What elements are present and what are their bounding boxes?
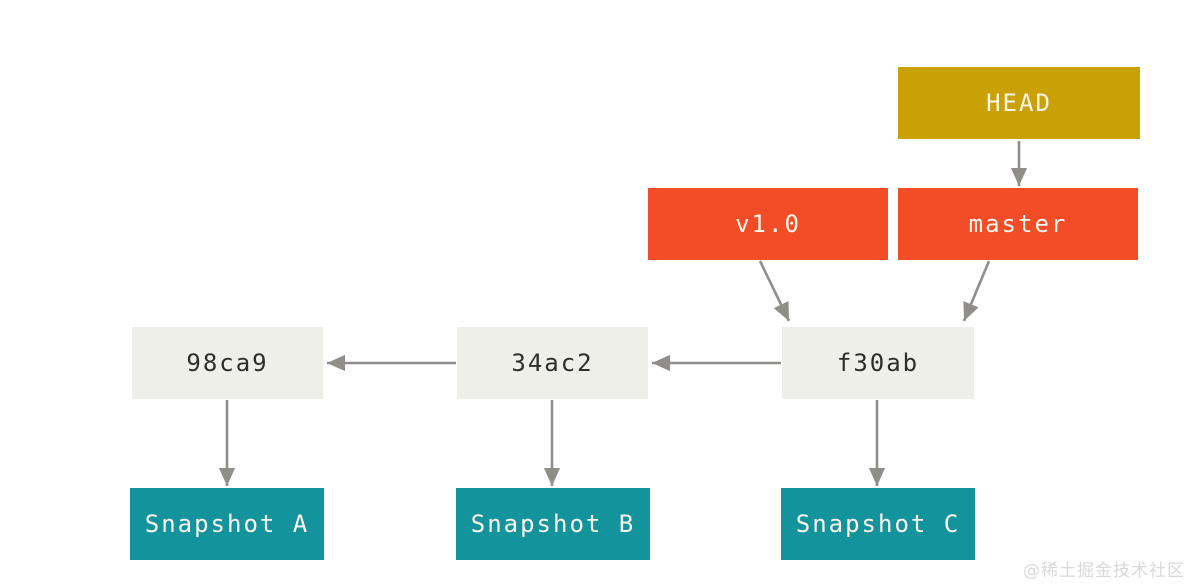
snapshot-b-box: Snapshot B — [456, 488, 650, 560]
snapshot-c-box: Snapshot C — [781, 488, 975, 560]
arrow-v1.0-to-f30ab — [758, 260, 791, 322]
tag-v1.0-box: v1.0 — [648, 188, 888, 260]
arrow-master-to-f30ab — [962, 260, 991, 322]
commit-34ac2-box: 34ac2 — [457, 327, 648, 399]
commit-98ca9-box: 98ca9 — [132, 327, 323, 399]
head-pointer-box: HEAD — [898, 67, 1140, 139]
branch-master-box: master — [898, 188, 1138, 260]
commit-f30ab-box: f30ab — [782, 327, 974, 399]
juejin-watermark: @稀土掘金技术社区 — [1023, 561, 1185, 581]
snapshot-a-box: Snapshot A — [130, 488, 324, 560]
